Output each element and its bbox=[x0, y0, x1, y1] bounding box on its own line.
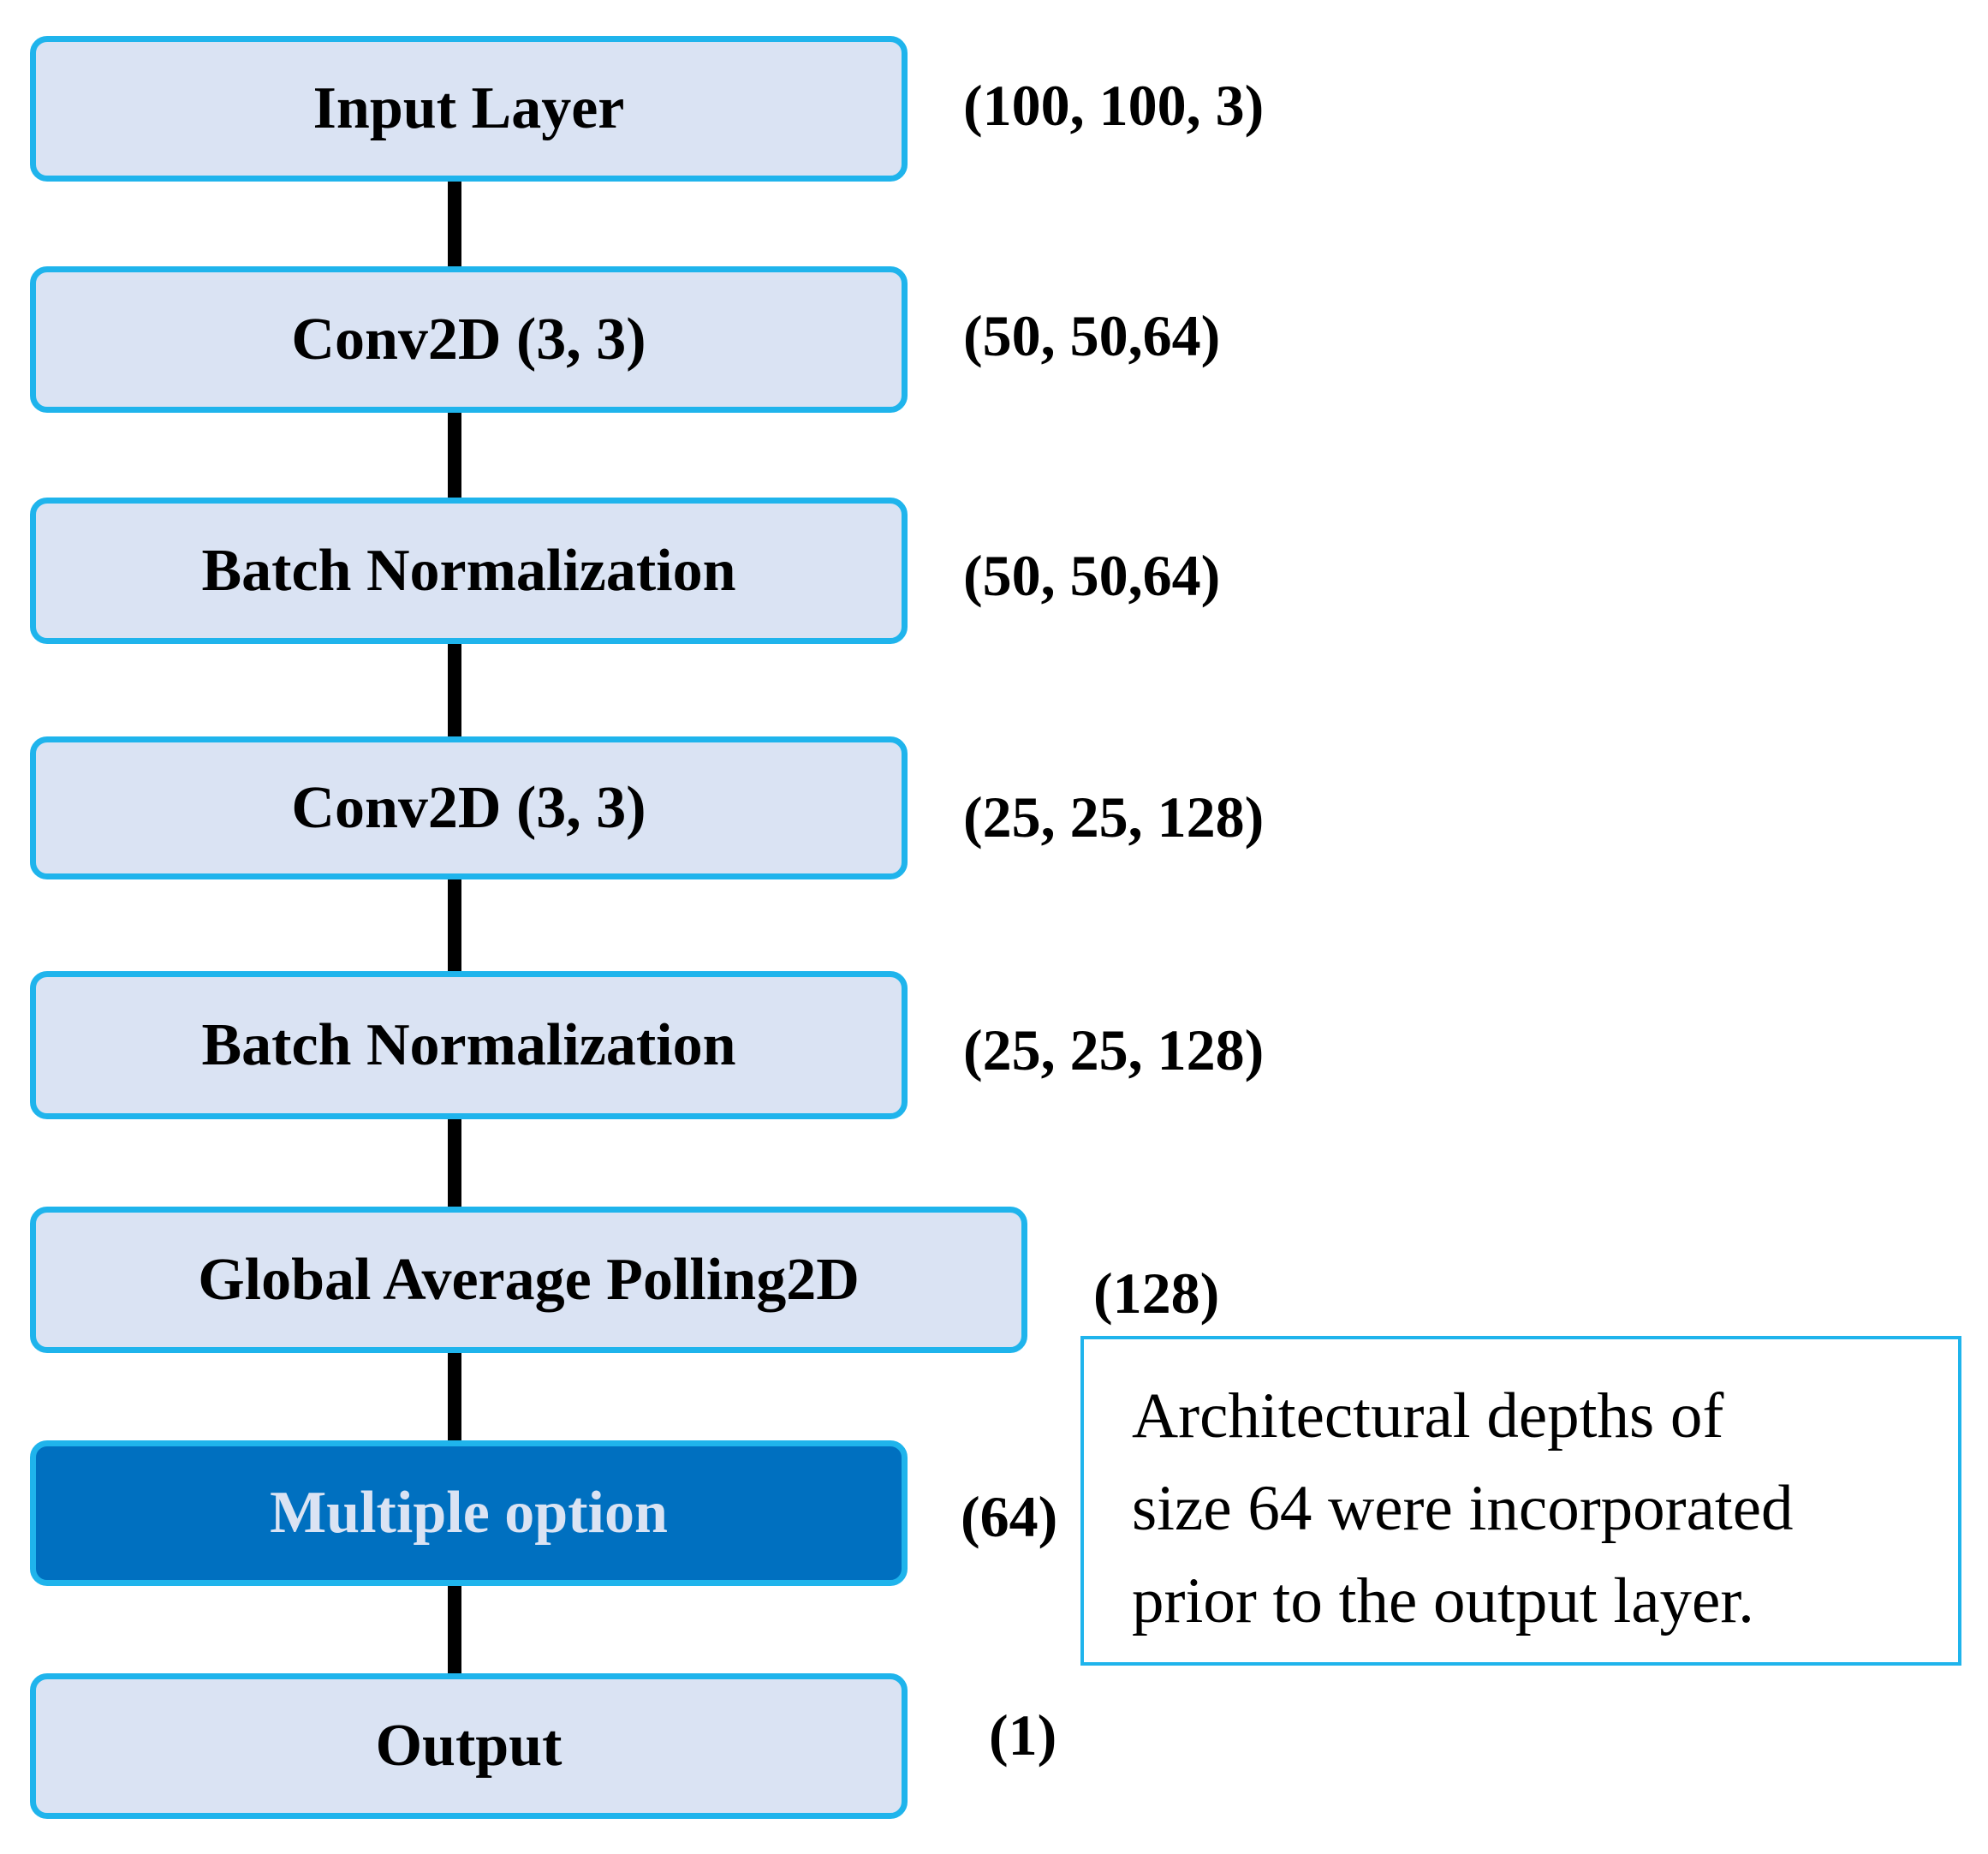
note-line: prior to the output layer. bbox=[1132, 1565, 1754, 1636]
connector-line bbox=[448, 411, 461, 499]
shape-label: (25, 25, 128) bbox=[963, 1017, 1265, 1082]
layer-box-input: Input Layer bbox=[30, 36, 908, 182]
layer-box-conv2d-1: Conv2D (3, 3) bbox=[30, 266, 908, 413]
note-line: size 64 were incorporated bbox=[1132, 1473, 1794, 1544]
connector-line bbox=[448, 1584, 461, 1675]
connector-line bbox=[448, 180, 461, 268]
shape-label: (100, 100, 3) bbox=[963, 73, 1265, 138]
connector-line bbox=[448, 1118, 461, 1208]
note-line: Architectural depths of bbox=[1132, 1380, 1724, 1452]
shape-label: (128) bbox=[1093, 1261, 1220, 1326]
layer-box-output: Output bbox=[30, 1673, 908, 1819]
layer-name: Conv2D (3, 3) bbox=[291, 774, 646, 841]
connector-line bbox=[448, 642, 461, 738]
connector-line bbox=[448, 1351, 461, 1442]
layer-name: Output bbox=[375, 1713, 562, 1779]
shape-label: (64) bbox=[961, 1484, 1058, 1549]
annotation-note-box: Architectural depths of size 64 were inc… bbox=[1080, 1336, 1961, 1666]
layer-box-batchnorm-2: Batch Normalization bbox=[30, 971, 908, 1119]
layer-box-global-avg-pooling: Global Average Polling2D bbox=[30, 1207, 1027, 1353]
connector-line bbox=[448, 878, 461, 973]
shape-label: (50, 50,64) bbox=[963, 303, 1221, 368]
shape-label: (50, 50,64) bbox=[963, 543, 1221, 608]
shape-label: (25, 25, 128) bbox=[963, 784, 1265, 850]
layer-name: Multiple option bbox=[270, 1480, 668, 1546]
layer-name: Input Layer bbox=[312, 75, 625, 141]
layer-name: Batch Normalization bbox=[201, 537, 736, 604]
layer-name: Global Average Polling2D bbox=[198, 1246, 860, 1313]
layer-box-conv2d-2: Conv2D (3, 3) bbox=[30, 736, 908, 879]
layer-box-batchnorm-1: Batch Normalization bbox=[30, 498, 908, 644]
layer-box-multiple-option: Multiple option bbox=[30, 1440, 908, 1586]
layer-name: Conv2D (3, 3) bbox=[291, 306, 646, 373]
shape-label: (1) bbox=[989, 1702, 1057, 1768]
layer-name: Batch Normalization bbox=[201, 1011, 736, 1078]
